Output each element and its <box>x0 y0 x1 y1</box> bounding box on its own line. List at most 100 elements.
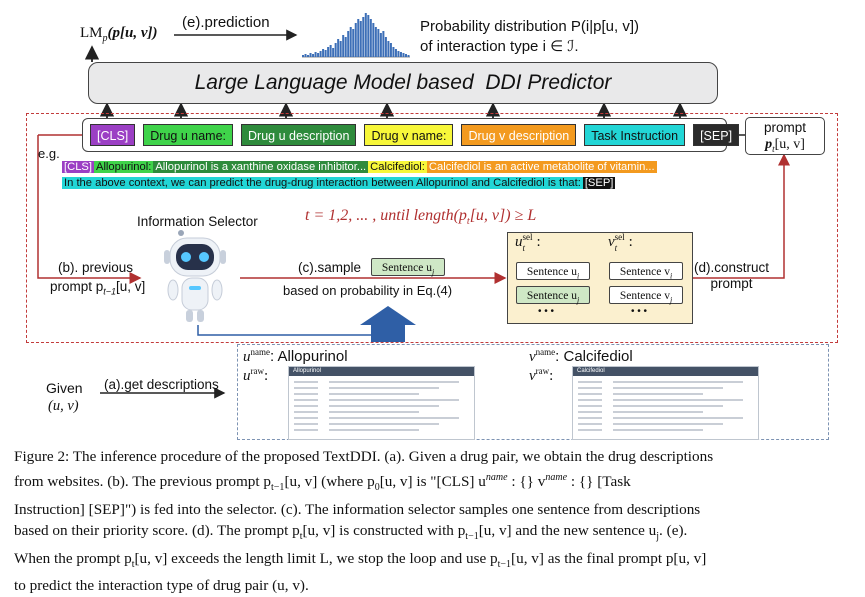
given-pair: (u, v) <box>48 398 79 414</box>
card-text-line <box>613 405 723 407</box>
histogram-bar <box>364 13 367 57</box>
prompt-token: [CLS] <box>90 124 136 146</box>
card-text-line <box>578 423 602 425</box>
u-name-label: uname: Allopurinol <box>243 347 348 365</box>
card-text-line <box>578 411 602 413</box>
histogram-bar <box>347 31 350 57</box>
card-text-line <box>613 423 723 425</box>
histogram-bar <box>407 55 410 57</box>
histogram-bar <box>322 49 325 57</box>
sentence-v-j: Sentence vj <box>609 286 683 304</box>
card-text-line <box>613 387 723 389</box>
probability-line-1: Probability distribution P(i|p[u, v]) <box>420 18 639 35</box>
example-segment: Allopurinol is a xanthine oxidase inhibi… <box>153 161 369 173</box>
prompt-token: [SEP] <box>693 124 740 146</box>
desc-to-selector <box>197 325 388 336</box>
prompt-token: Task Instruction <box>584 124 686 146</box>
histogram-bar <box>339 41 342 57</box>
prompt-box: prompt pt[u, v] <box>745 117 825 155</box>
card-text-line <box>613 411 703 413</box>
histogram-bar <box>374 27 377 57</box>
example-segment: In the above context, we can predict the… <box>62 177 583 189</box>
figure-caption: Figure 2: The inference procedure of the… <box>14 448 714 595</box>
histogram-bar <box>392 47 395 57</box>
example-segment: [SEP] <box>582 177 616 189</box>
histogram-bar <box>354 23 357 57</box>
card-text-line <box>329 399 459 401</box>
example-segment: Calcifediol is an active metabolite of v… <box>426 161 657 173</box>
histogram-bar <box>357 19 360 57</box>
allopurinol-web-card: Allopurinol <box>288 366 475 440</box>
histogram-bar <box>372 23 375 57</box>
big-up-arrow <box>360 306 416 342</box>
v-raw-label: vraw: <box>529 366 554 384</box>
llm-predictor-box: Large Language Model based DDI Predictor <box>88 62 718 104</box>
histogram-bar <box>359 21 362 57</box>
card-text-line <box>329 381 459 383</box>
card-text-line <box>578 429 602 431</box>
dots-v: • • • <box>631 306 648 317</box>
card-text-line <box>294 411 318 413</box>
card-text-line <box>294 429 318 431</box>
prompt-token: Drug v name: <box>364 124 454 146</box>
histogram-bar <box>304 54 307 57</box>
card-text-line <box>294 417 318 419</box>
card-text-line <box>294 393 318 395</box>
histogram-bar <box>349 27 352 57</box>
histogram-bar <box>369 19 372 57</box>
card-text-line <box>613 429 703 431</box>
prediction-label: (e).prediction <box>182 14 270 31</box>
loop-frame <box>26 113 838 343</box>
sentence-u-j: Sentence uj <box>516 286 590 304</box>
probability-histogram <box>302 13 410 58</box>
card-text-line <box>294 405 318 407</box>
eg-label: e.g. <box>38 146 60 161</box>
histogram-bar <box>352 29 355 57</box>
histogram-bar <box>402 53 405 57</box>
histogram-bar <box>337 39 340 57</box>
sample-label: (c).sample <box>298 260 362 275</box>
histogram-bar <box>344 37 347 57</box>
calcifediol-web-card: Calcifediol <box>572 366 759 440</box>
robot-icon <box>164 230 226 322</box>
card-text-line <box>578 393 602 395</box>
histogram-bar <box>384 37 387 57</box>
probability-line-2: of interaction type i ∈ ℐ. <box>420 38 579 55</box>
example-line-2: In the above context, we can predict the… <box>62 177 616 189</box>
dots-u: • • • <box>538 306 555 317</box>
prompt-token: Drug u name: <box>143 124 233 146</box>
histogram-bar <box>314 52 317 57</box>
card-text-line <box>329 429 419 431</box>
example-segment: Allopurinol: <box>93 161 154 173</box>
card-text-line <box>329 423 439 425</box>
sentence-v-i: Sentence vi <box>609 262 683 280</box>
card-text-line <box>329 411 419 413</box>
card-text-line <box>578 381 602 383</box>
token-to-llm-arrows <box>99 102 688 118</box>
previous-prompt-label: (b). previous prompt pt−1[u, v] <box>50 260 146 297</box>
histogram-bar <box>367 15 370 57</box>
histogram-bar <box>317 53 320 57</box>
card-text-line <box>329 405 439 407</box>
sampled-sentence: Sentence uj <box>371 258 445 276</box>
histogram-bar <box>389 43 392 57</box>
histogram-bar <box>312 54 315 57</box>
histogram-bar <box>377 29 380 57</box>
loop-condition: t = 1,2, ... , until length(pt[u, v]) ≥ … <box>305 207 537 228</box>
histogram-bar <box>327 47 330 57</box>
information-selector-label: Information Selector <box>137 214 258 229</box>
histogram-bar <box>399 52 402 57</box>
card-text-line <box>329 393 419 395</box>
card-text-line <box>613 381 743 383</box>
card-text-line <box>578 417 602 419</box>
loop-lines <box>37 134 790 284</box>
histogram-bar <box>307 55 310 57</box>
card-text-line <box>294 381 318 383</box>
histogram-bar <box>362 17 365 57</box>
histogram-bar <box>302 55 305 57</box>
diagram-connectors <box>37 13 790 399</box>
card-text-line <box>294 399 318 401</box>
